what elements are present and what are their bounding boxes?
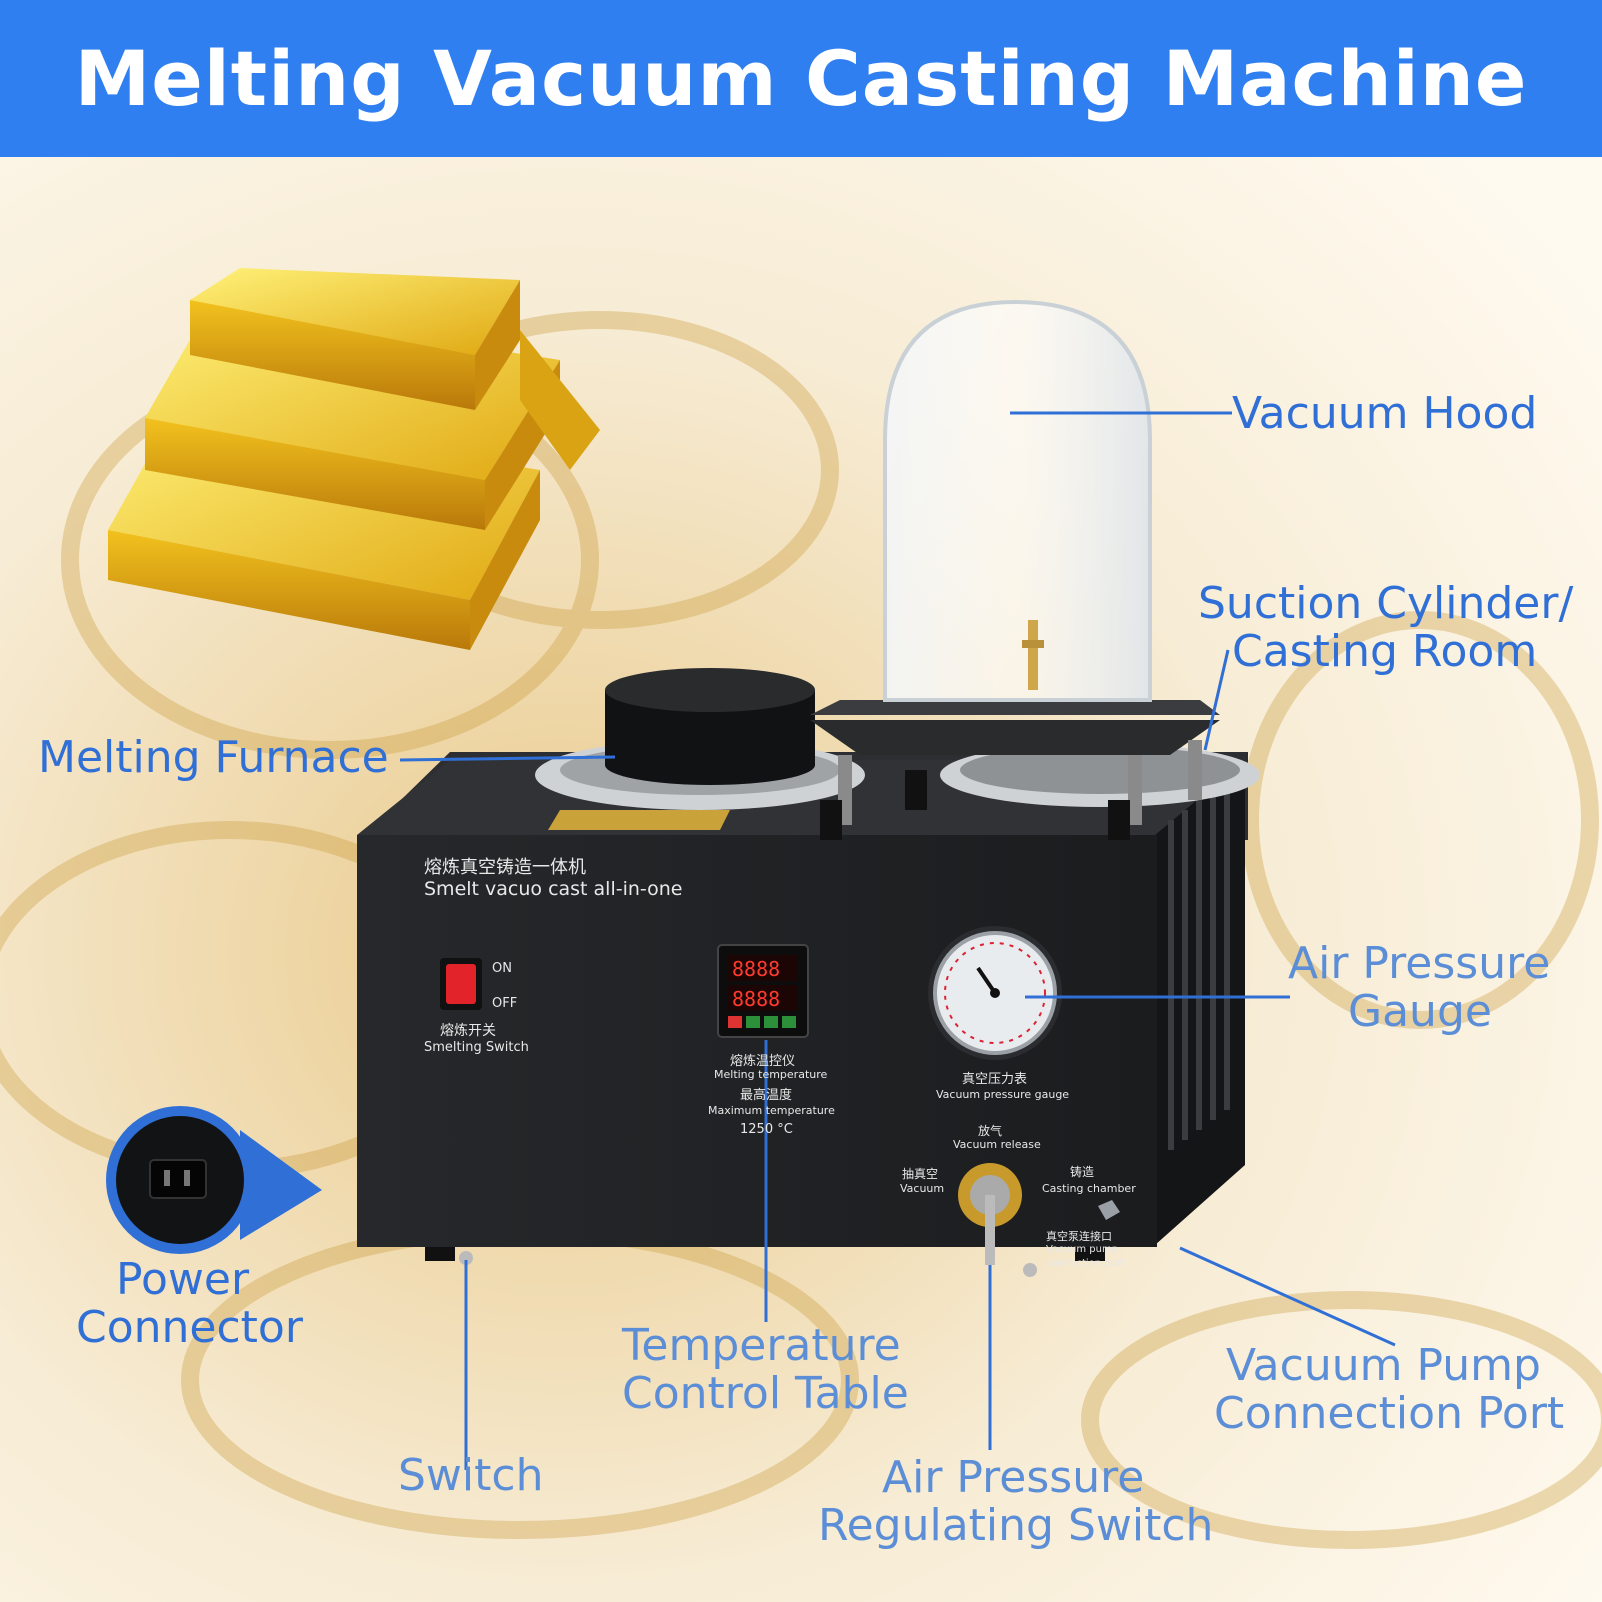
casting-label-en: Casting chamber [1042, 1182, 1136, 1195]
label-melting-furnace: Melting Furnace [38, 732, 389, 783]
controller-label-en: Melting temperature [714, 1068, 828, 1081]
callout-lines [399, 411, 1396, 1470]
pump-label-en1: Vacuum pump [1046, 1244, 1119, 1255]
label-pump-line2: Connection Port [1214, 1388, 1565, 1439]
max-temp-label-cn: 最高温度 [740, 1088, 793, 1103]
pump-label-cn: 真空泵连接口 [1046, 1230, 1112, 1243]
max-temp-value: 1250 °C [740, 1122, 793, 1137]
switch-off-label: OFF [492, 996, 518, 1011]
air-regulating-valve[interactable] [958, 1163, 1022, 1265]
label-temp-line1: Temperature [622, 1320, 901, 1371]
smelting-switch[interactable] [446, 964, 476, 1004]
power-socket-icon [149, 1159, 207, 1199]
melting-furnace [535, 668, 865, 810]
panel-title-cn: 熔炼真空铸造一体机 [424, 857, 586, 878]
pressure-gauge [928, 926, 1062, 1060]
label-suction-line1: Suction Cylinder/ [1198, 578, 1574, 629]
front-panel: 8888 8888 [440, 926, 1120, 1265]
label-vacuum-hood: Vacuum Hood [1232, 388, 1538, 439]
label-power-line1: Power [116, 1254, 250, 1305]
label-regulating-line1: Air Pressure [882, 1452, 1145, 1503]
gold-bars-image [108, 268, 600, 650]
controller-label-cn: 熔炼温控仪 [730, 1054, 796, 1069]
vacuum-label-en: Vacuum [900, 1182, 945, 1195]
label-gauge-line2: Gauge [1348, 986, 1492, 1037]
power-connector-inset [106, 1106, 322, 1254]
pump-label-en2: connection port [1046, 1258, 1125, 1269]
svg-text:8888: 8888 [732, 957, 780, 981]
label-regulating-line2: Regulating Switch [818, 1500, 1214, 1551]
label-switch: Switch [398, 1450, 544, 1501]
title-banner: Melting Vacuum Casting Machine [0, 0, 1602, 157]
vacuum-pump-connector [1098, 1200, 1120, 1220]
release-label-en: Vacuum release [953, 1138, 1041, 1151]
gauge-label-cn: 真空压力表 [962, 1072, 1028, 1087]
svg-text:8888: 8888 [732, 987, 780, 1011]
release-label-cn: 放气 [978, 1124, 1003, 1138]
label-pump-line1: Vacuum Pump [1226, 1340, 1541, 1391]
label-power-line2: Connector [76, 1302, 303, 1353]
casting-chamber [810, 299, 1260, 840]
label-suction-line2: Casting Room [1232, 626, 1538, 677]
switch-label-cn: 熔炼开关 [440, 1023, 496, 1039]
casting-label-cn: 铸造 [1070, 1165, 1095, 1179]
switch-on-label: ON [492, 961, 512, 976]
vacuum-label-cn: 抽真空 [902, 1167, 939, 1181]
page-title: Melting Vacuum Casting Machine [74, 34, 1528, 123]
max-temp-label-en: Maximum temperature [708, 1104, 835, 1117]
gauge-label-en: Vacuum pressure gauge [936, 1088, 1070, 1101]
panel-title-en: Smelt vacuo cast all-in-one [424, 878, 683, 900]
label-temp-line2: Control Table [622, 1368, 909, 1419]
label-gauge-line1: Air Pressure [1288, 938, 1551, 989]
switch-label-en: Smelting Switch [424, 1040, 529, 1055]
